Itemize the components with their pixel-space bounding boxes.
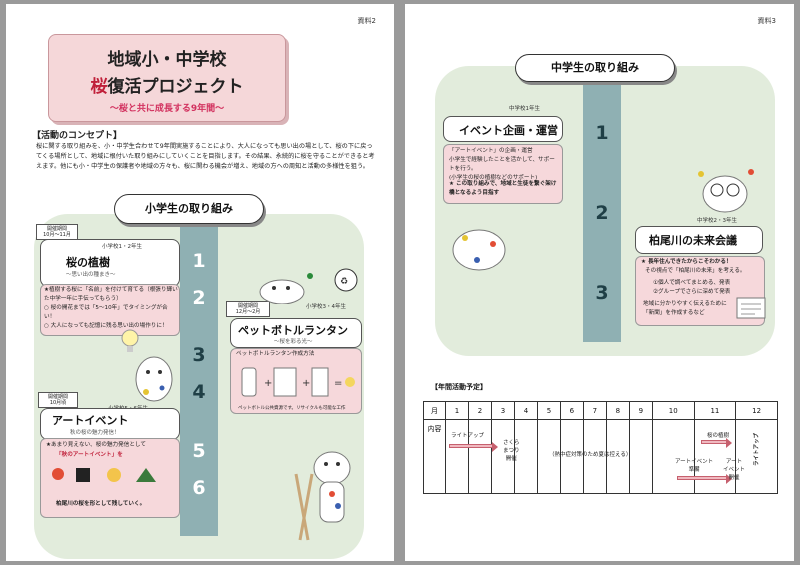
month-cell: 9 <box>628 401 653 420</box>
sched-art-prep: アートイベント 準備 <box>675 459 714 473</box>
month-cell: 1 <box>445 401 469 420</box>
svg-text:♻: ♻ <box>340 277 348 287</box>
right-page: 資料3 1 2 3 中学生の取り組み 中学校1年生 イベント企画・運営 「アート… <box>405 4 794 561</box>
meeting-title: 柏尾川の未来会議 <box>649 234 737 247</box>
meeting-body-line3: ①個人で調べてまとめる、発表 <box>653 280 731 286</box>
planning-body: 「アートイベント」の企画・運営 小学生で経験したことを活かして、サポートを行う。… <box>449 148 555 181</box>
page-label: 資料3 <box>757 17 776 25</box>
arrow-art-prep <box>677 474 732 484</box>
concept-text: 桜に関する取り組みを、小・中学生合わせて9年間実施することにより、大人になっても… <box>36 143 375 170</box>
arrow-light-up <box>449 442 498 452</box>
planning-card <box>443 116 563 142</box>
cat-figure-icon <box>121 329 173 402</box>
lantern-title: ペットボトルランタン <box>238 324 348 337</box>
month-cell: 12 <box>735 401 778 420</box>
title-line2: 桜復活プロジェクト <box>49 72 285 97</box>
meeting-body-line4: ②グループでさらに深めて発表 <box>653 289 731 295</box>
month-cell: 5 <box>536 401 561 420</box>
art-period: 開催期間 10月頃 <box>38 392 78 408</box>
sakura-panel <box>40 284 180 336</box>
left-page: 資料2 地域小・中学校 桜復活プロジェクト ～桜と共に成長する9年間～ 【活動の… <box>6 4 394 561</box>
road-number: 1 <box>595 122 609 144</box>
road-number: 1 <box>192 250 206 272</box>
svg-text:=: = <box>334 378 342 389</box>
elementary-road <box>180 226 218 536</box>
sakura-body: ★植樹する桜に「名前」を付けて育てる（根張り輝いた中学一年に手伝ってもらう） ○… <box>44 287 178 329</box>
glasses-cat-icon <box>698 169 754 213</box>
junior-road <box>583 84 621 342</box>
svg-text:+: + <box>302 378 310 389</box>
lantern-card <box>230 318 362 348</box>
meeting-footer: 地域に分かりやすく伝えるために「新聞」を作成するなど <box>643 301 727 316</box>
annual-table: 月 1 2 3 4 5 6 7 8 9 10 11 12 内容 <box>423 401 778 494</box>
art-body-line2: 「秋のアートイベント」を <box>56 452 123 458</box>
meeting-card <box>635 226 763 254</box>
junior-heading: 中学生の取り組み <box>515 54 675 82</box>
month-row: 月 1 2 3 4 5 6 7 8 9 10 11 12 <box>423 401 778 420</box>
sched-light-up-end: ライトアップ <box>754 432 760 466</box>
month-cell: 6 <box>559 401 584 420</box>
easel-cat-icon <box>294 451 351 541</box>
month-label: 月 <box>423 401 446 420</box>
lantern-subtitle: ～桜を彩る光～ <box>274 339 313 345</box>
content-label: 内容 <box>423 419 446 494</box>
title-subtitle: ～桜と共に成長する9年間～ <box>109 104 225 114</box>
road-number: 4 <box>192 381 206 403</box>
lantern-steps-icon: + + = <box>241 367 355 397</box>
lantern-period: 開催期間 12月～2月 <box>226 301 270 317</box>
page-label: 資料2 <box>357 17 376 25</box>
sched-art-event: アート イベント 開催 <box>723 459 746 481</box>
lantern-method: ペットボトルランタン作成方法 <box>236 351 315 357</box>
meeting-body-line1: ★ 長年住んできたからこそわかる！ <box>641 259 732 265</box>
arrow-planting <box>701 438 732 448</box>
month-cell: 11 <box>693 401 737 420</box>
sakura-subtitle: ～思い出の種まき～ <box>66 272 116 278</box>
month-cell: 2 <box>467 401 492 420</box>
month-cell: 10 <box>651 401 695 420</box>
lantern-grade: 小学校3・4年生 <box>306 304 346 310</box>
hand-figure-icon <box>452 229 506 271</box>
newspaper-icon <box>736 297 766 319</box>
road-number: 3 <box>192 344 206 366</box>
month-cell: 3 <box>490 401 515 420</box>
sched-sakura-festival: さくら まつり 開催 <box>503 440 520 462</box>
art-samples-icon <box>52 468 156 482</box>
month-cell: 4 <box>513 401 538 420</box>
annual-heading: 【年間活動予定】 <box>431 383 487 391</box>
sakura-period: 開催期間 10月～11月 <box>36 224 78 240</box>
svg-text:+: + <box>264 378 272 389</box>
road-number: 2 <box>595 202 609 224</box>
month-cell: 7 <box>582 401 607 420</box>
art-subtitle: 秋の桜の魅力発信！ <box>70 430 120 436</box>
title-line1: 地域小・中学校 <box>107 50 227 70</box>
cat-lantern-icon: ♻ <box>259 268 358 304</box>
road-number: 2 <box>192 287 206 309</box>
art-title: アートイベント <box>52 414 129 427</box>
title-accent: 桜 <box>90 77 108 97</box>
sched-light-up: ライトアップ <box>451 433 485 439</box>
lantern-note: ペットボトル公共資源です。リサイクルも可能な工作 <box>238 406 346 411</box>
sakura-title: 桜の植樹 <box>66 256 110 269</box>
concept-heading: 【活動のコンセプト】 <box>32 131 123 141</box>
road-number: 3 <box>595 282 609 304</box>
sched-planting: 桜の植樹 <box>707 433 730 439</box>
sakura-grade: 小学校1・2年生 <box>102 244 142 250</box>
sched-summer-note: （熱中症対策のため夏は控える） <box>549 452 632 458</box>
title-box: 地域小・中学校 桜復活プロジェクト ～桜と共に成長する9年間～ <box>48 34 286 122</box>
meeting-grade: 中学校2・3年生 <box>697 218 737 224</box>
content-row: 内容 <box>423 419 778 494</box>
title-rest: 復活プロジェクト <box>107 77 244 97</box>
planning-panel <box>443 144 563 204</box>
planning-footer: ★ この取り組みで、地域と生徒を繋ぐ架け橋となるよう目指す <box>449 181 557 196</box>
art-footer: 柏尾川の桜を形として残していく。 <box>56 501 146 507</box>
road-number: 6 <box>192 477 206 499</box>
road-number: 5 <box>192 440 206 462</box>
planning-title: イベント企画・運営 <box>459 124 558 137</box>
art-body-line1: ★あまり見えない、桜の魅力発信として <box>46 442 146 448</box>
month-cell: 8 <box>605 401 630 420</box>
planning-grade: 中学校1年生 <box>509 106 540 112</box>
meeting-body-line2: その視点で「柏尾川の未来」を考える。 <box>645 268 746 274</box>
elementary-heading: 小学生の取り組み <box>114 194 264 224</box>
